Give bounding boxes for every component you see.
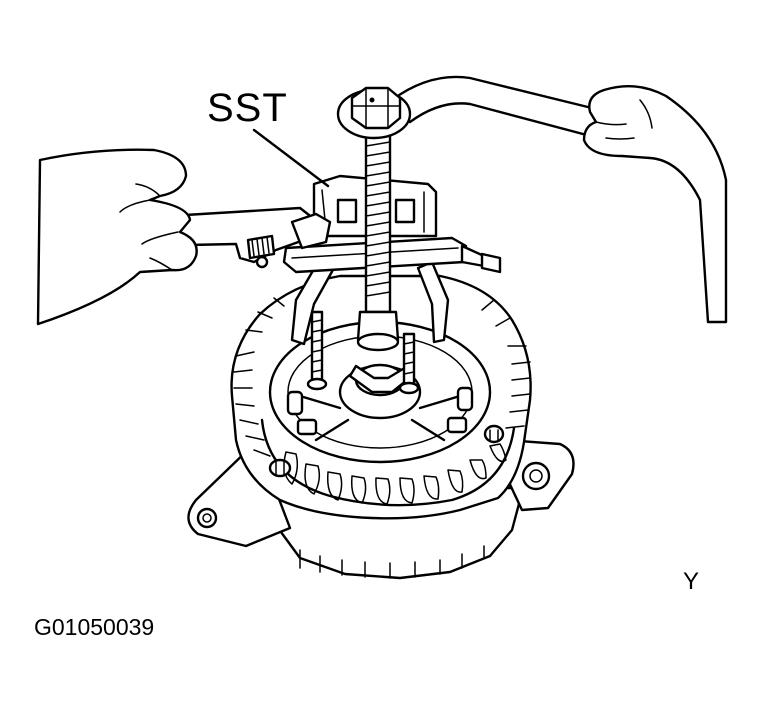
right-hand (582, 85, 728, 324)
center-bolt (350, 86, 402, 130)
view-marker: Y (683, 568, 700, 595)
puller-tool (282, 126, 502, 352)
alternator-body (187, 274, 575, 580)
left-hand (36, 148, 198, 326)
figure-id: G01050039 (34, 614, 155, 640)
sst-callout-label: SST (207, 86, 288, 130)
sst-leader-line (252, 128, 330, 188)
